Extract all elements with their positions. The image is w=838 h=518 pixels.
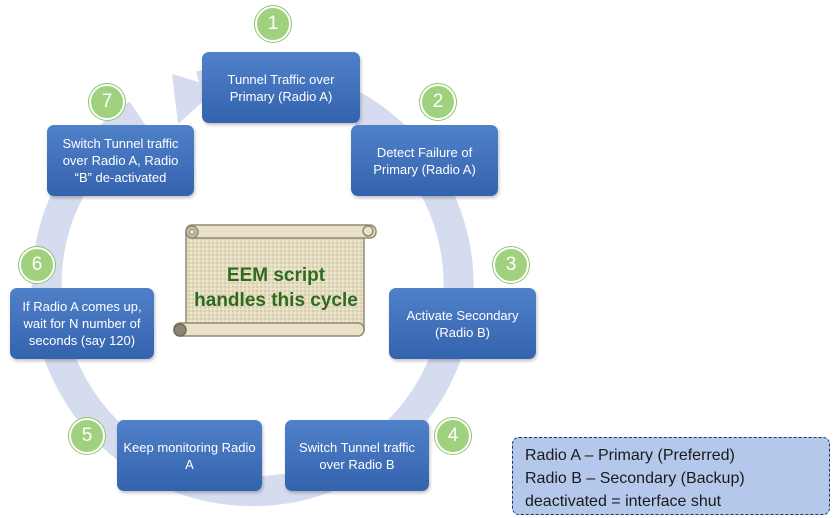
step-5-box: Keep monitoring Radio A	[117, 420, 262, 491]
step-4-number: 4	[447, 425, 459, 446]
step-7-text: Switch Tunnel traffic over Radio A, Radi…	[62, 136, 179, 185]
legend-line-radio-b: Radio B – Secondary (Backup)	[525, 470, 745, 487]
step-3-badge: 3	[493, 247, 529, 283]
step-2-text: Detect Failure of Primary (Radio A)	[373, 144, 476, 177]
step-6-text: If Radio A comes up, wait for N number o…	[22, 299, 142, 348]
step-2-number: 2	[432, 91, 444, 112]
step-6-box: If Radio A comes up, wait for N number o…	[10, 288, 154, 359]
step-1-number: 1	[267, 13, 279, 34]
step-4-text: Switch Tunnel traffic over Radio B	[298, 439, 416, 472]
legend-line-radio-a: Radio A – Primary (Preferred)	[525, 447, 735, 464]
step-2-box: Detect Failure of Primary (Radio A)	[351, 125, 498, 196]
step-6-badge: 6	[19, 247, 55, 283]
step-1-text: Tunnel Traffic over Primary (Radio A)	[227, 71, 335, 104]
step-3-box: Activate Secondary (Radio B)	[389, 288, 536, 359]
step-5-badge: 5	[69, 418, 105, 454]
step-4-badge: 4	[435, 418, 471, 454]
step-3-number: 3	[505, 254, 517, 275]
step-2-badge: 2	[420, 84, 456, 120]
step-7-badge: 7	[89, 84, 125, 120]
step-4-box: Switch Tunnel traffic over Radio B	[285, 420, 429, 491]
step-3-text: Activate Secondary (Radio B)	[406, 307, 519, 340]
step-5-number: 5	[81, 425, 93, 446]
legend-line-deactivated: deactivated = interface shut	[525, 493, 722, 510]
scroll-note	[173, 224, 377, 337]
center-note: EEM script handles this cycle	[194, 265, 358, 311]
step-7-number: 7	[101, 91, 113, 112]
step-6-number: 6	[31, 254, 43, 275]
step-1-badge: 1	[255, 6, 291, 42]
step-7-box: Switch Tunnel traffic over Radio A, Radi…	[47, 125, 194, 196]
legend-box: Radio A – Primary (Preferred) Radio B – …	[512, 437, 830, 515]
step-5-text: Keep monitoring Radio A	[123, 439, 256, 472]
step-1-box: Tunnel Traffic over Primary (Radio A)	[202, 52, 360, 123]
